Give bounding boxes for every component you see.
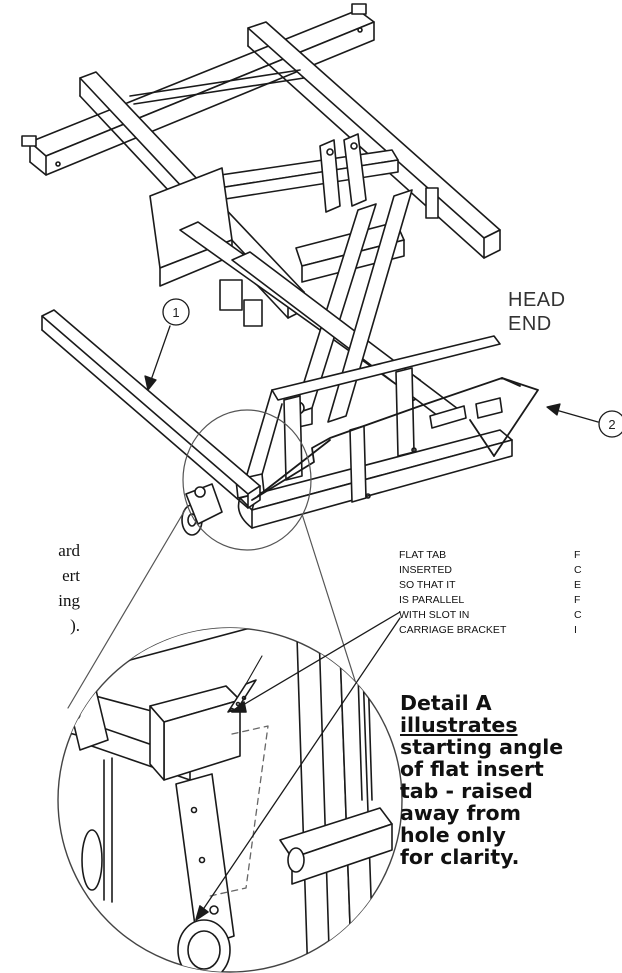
- flat-tab-note-line-4: IS PARALLEL: [399, 594, 465, 606]
- detail-caption-line-6: away from: [400, 801, 521, 825]
- left-fragment-line-3: ing: [58, 591, 80, 610]
- clipped-note-line-4: F: [574, 594, 581, 606]
- detail-a-enlarged-view: [57, 611, 403, 973]
- flat-tab-note-line-6: CARRIAGE BRACKET: [399, 624, 507, 636]
- callout-1-label: 1: [172, 305, 179, 320]
- wire-insert-item-2: [251, 377, 539, 501]
- clipped-right-note: F C E F C I: [574, 548, 582, 638]
- flat-tab-note-line-3: SO THAT IT: [399, 579, 456, 591]
- clipped-note-line-2: C: [574, 564, 582, 576]
- detail-a-caption: Detail A illustrates starting angle of f…: [400, 692, 563, 868]
- detail-caption-line-5: tab - raised: [400, 779, 533, 803]
- clipped-note-line-1: F: [574, 549, 581, 561]
- caster-wheel: [181, 483, 223, 536]
- left-fragment-line-4: ).: [70, 616, 80, 635]
- callout-bubble-1: 1: [162, 298, 190, 326]
- upper-side-rails: [79, 21, 501, 319]
- detail-caption-line-7: hole only: [400, 823, 506, 847]
- clipped-note-line-5: C: [574, 609, 582, 621]
- clipped-note-line-3: E: [574, 579, 582, 591]
- left-text-fragment: ard ert ing ).: [0, 538, 80, 638]
- detail-caption-line-4: of flat insert: [400, 757, 544, 781]
- side-rail-item-1: [41, 309, 261, 509]
- clipped-note-line-6: I: [574, 624, 577, 636]
- head-end-line-2: END: [508, 313, 552, 335]
- left-fragment-line-1: ard: [58, 541, 80, 560]
- callout-bubble-2: 2: [598, 410, 622, 438]
- flat-tab-note-line-5: WITH SLOT IN: [399, 609, 470, 621]
- head-end-label: HEAD END: [508, 289, 566, 335]
- callout-2-label: 2: [608, 417, 615, 432]
- detail-caption-line-1: Detail A: [400, 691, 492, 715]
- flat-tab-note-line-1: FLAT TAB: [399, 549, 447, 561]
- detail-caption-line-2: illustrates: [400, 713, 518, 737]
- head-end-line-1: HEAD: [508, 289, 566, 311]
- lower-base-frame: [235, 335, 513, 529]
- detail-caption-line-3: starting angle: [400, 735, 564, 759]
- detail-caption-line-8: for clarity.: [400, 845, 520, 869]
- flat-tab-note: FLAT TAB INSERTED SO THAT IT IS PARALLEL…: [399, 548, 506, 638]
- left-fragment-line-2: ert: [62, 566, 80, 585]
- leader-lines: [144, 325, 599, 423]
- flat-tab-note-line-2: INSERTED: [399, 564, 452, 576]
